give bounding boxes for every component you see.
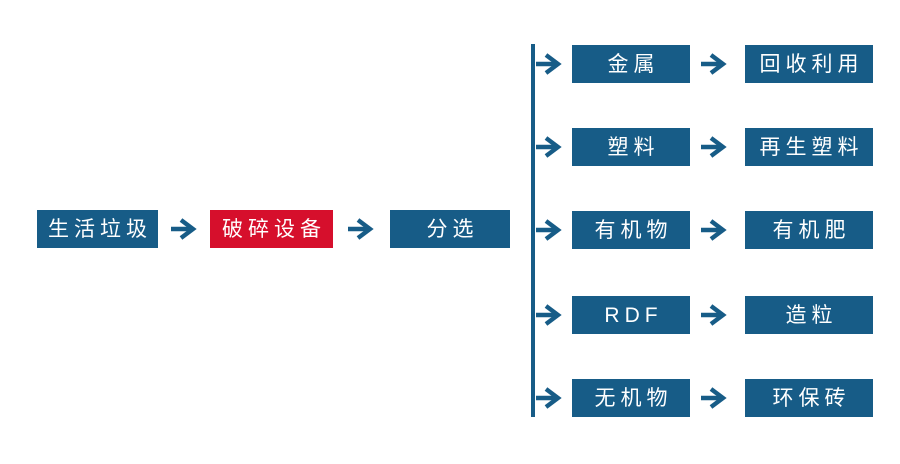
node-crushing-equipment: 破碎设备 [210, 210, 333, 248]
node-organic-matter-label: 有机物 [594, 218, 673, 242]
node-household-waste-label: 生活垃圾 [48, 217, 152, 241]
node-organic-fertilizer: 有机肥 [745, 211, 873, 249]
node-rdf-label: RDF [604, 303, 663, 327]
right-arrow-icon [700, 304, 727, 326]
right-arrow-icon [700, 387, 727, 409]
branch-arrow-icon [535, 136, 562, 158]
node-sorting-label: 分选 [426, 217, 479, 241]
node-metal-label: 金属 [607, 52, 660, 76]
branch-arrow-icon [535, 219, 562, 241]
node-plastic-label: 塑料 [607, 135, 660, 159]
right-arrow-icon [170, 218, 197, 240]
node-inorganic-matter: 无机物 [572, 379, 690, 417]
node-organic-fertilizer-label: 有机肥 [772, 218, 851, 242]
node-granulation-label: 造粒 [785, 303, 838, 327]
right-arrow-icon [347, 218, 374, 240]
node-household-waste: 生活垃圾 [37, 210, 158, 248]
node-recycling-label: 回收利用 [759, 52, 864, 76]
node-rdf: RDF [572, 296, 690, 334]
node-metal: 金属 [572, 45, 690, 83]
branch-arrow-icon [535, 304, 562, 326]
node-inorganic-matter-label: 无机物 [594, 386, 673, 410]
branch-trunk-line [531, 44, 535, 417]
node-eco-brick: 环保砖 [745, 379, 873, 417]
node-recycled-plastic-label: 再生塑料 [759, 135, 864, 159]
branch-arrow-icon [535, 53, 562, 75]
node-eco-brick-label: 环保砖 [772, 386, 851, 410]
right-arrow-icon [700, 136, 727, 158]
node-plastic: 塑料 [572, 128, 690, 166]
right-arrow-icon [700, 219, 727, 241]
node-recycled-plastic: 再生塑料 [745, 128, 873, 166]
right-arrow-icon [700, 53, 727, 75]
node-sorting: 分选 [390, 210, 510, 248]
node-organic-matter: 有机物 [572, 211, 690, 249]
node-crushing-equipment-label: 破碎设备 [222, 217, 326, 241]
node-recycling: 回收利用 [745, 45, 873, 83]
node-granulation: 造粒 [745, 296, 873, 334]
branch-arrow-icon [535, 387, 562, 409]
